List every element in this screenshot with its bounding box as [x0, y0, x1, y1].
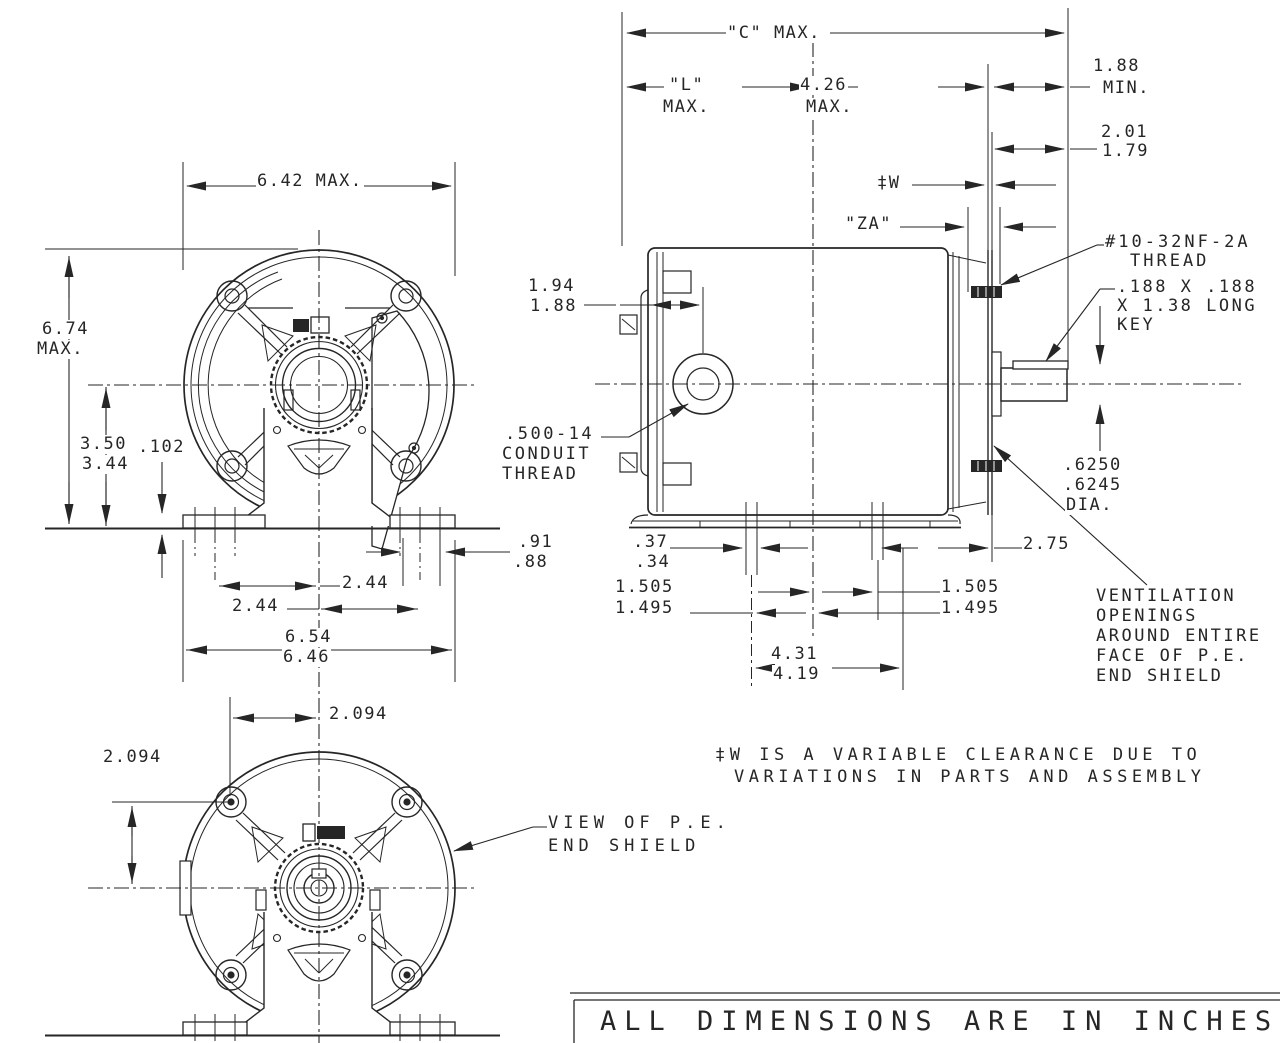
callout-key-2: X 1.38 LONG — [1116, 296, 1259, 317]
dim-dia-3: DIA. — [1065, 495, 1114, 516]
dim-2-44-2: 2.44 — [231, 596, 280, 617]
dim-0-88: .88 — [512, 552, 550, 573]
dim-0-34: .34 — [634, 552, 672, 573]
dim-1-79: 1.79 — [1101, 141, 1150, 162]
label-pe-view-2: END SHIELD — [547, 836, 702, 857]
side-view-group — [619, 247, 1069, 575]
dim-1-505-left: 1.505 — [614, 577, 675, 598]
callout-vent-3: AROUND ENTIRE — [1095, 626, 1263, 647]
callout-vent-2: OPENINGS — [1095, 606, 1199, 627]
dim-1-88-min: 1.88 — [1092, 56, 1141, 77]
callout-conduit-3: THREAD — [501, 464, 580, 485]
dim-1-495-right: 1.495 — [940, 598, 1001, 619]
dim-2-44-1: 2.44 — [341, 573, 390, 594]
dim-1-495-left: 1.495 — [614, 598, 675, 619]
dim-dia-1: .6250 — [1062, 455, 1123, 476]
dim-4-26-max: MAX. — [805, 97, 854, 118]
callout-vent-4: FACE OF P.E. — [1095, 646, 1250, 667]
dim-1-88-min-2: MIN. — [1102, 78, 1151, 99]
front-view-group — [45, 249, 500, 580]
dim-3-44: 3.44 — [81, 454, 130, 475]
dim-6-74-max: MAX. — [36, 339, 85, 360]
dim-0-37: .37 — [632, 532, 670, 553]
callout-thread-1: #10-32NF-2A — [1104, 232, 1252, 253]
note-w-line-2: VARIATIONS IN PARTS AND ASSEMBLY — [734, 767, 1206, 787]
dim-1-505-right: 1.505 — [940, 577, 1001, 598]
dim-2-01: 2.01 — [1100, 122, 1149, 143]
callout-vent-5: END SHIELD — [1095, 666, 1225, 687]
dim-dia-2: .6245 — [1062, 475, 1123, 496]
callout-conduit-1: .500-14 — [504, 424, 596, 445]
units-box — [570, 992, 1280, 1043]
extension-lines — [45, 8, 1069, 803]
dim-6-54: 6.54 — [284, 627, 333, 648]
dim-l-max: MAX. — [662, 97, 711, 118]
callout-thread-2: THREAD — [1129, 251, 1211, 272]
callout-key-1: .188 X .188 — [1116, 277, 1259, 298]
dim-3-50: 3.50 — [79, 434, 128, 455]
dim-1-94: 1.94 — [527, 276, 576, 297]
dim-0-91: .91 — [517, 532, 555, 553]
dim-2-094-h: 2.094 — [328, 704, 389, 725]
dim-0-102: .102 — [137, 437, 186, 458]
label-pe-view-1: VIEW OF P.E. — [547, 813, 732, 834]
dim-6-74: 6.74 — [41, 319, 90, 340]
centerlines — [88, 42, 1245, 1043]
dim-2-094-v: 2.094 — [102, 747, 163, 768]
dim-4-31: 4.31 — [770, 644, 819, 665]
dim-6-46: 6.46 — [282, 647, 331, 668]
dim-c-max: "C" MAX. — [726, 23, 822, 44]
dim-4-26: 4.26 — [799, 75, 848, 96]
dim-za: "ZA" — [844, 214, 893, 235]
callout-key-3: KEY — [1116, 315, 1157, 336]
pe-view-group — [45, 751, 500, 1041]
callout-conduit-2: CONDUIT — [501, 444, 593, 465]
dim-6-42-max: 6.42 MAX. — [256, 171, 364, 192]
callout-vent-1: VENTILATION — [1095, 586, 1238, 607]
dim-1-88-b: 1.88 — [529, 296, 578, 317]
dim-w: ‡W — [876, 173, 902, 194]
dim-4-19: 4.19 — [772, 664, 821, 685]
note-w-line-1: ‡W IS A VARIABLE CLEARANCE DUE TO — [715, 745, 1202, 765]
units-note: ALL DIMENSIONS ARE IN INCHES — [600, 1006, 1280, 1037]
dim-l: "L" — [668, 75, 706, 96]
dim-2-75: 2.75 — [1022, 534, 1071, 555]
